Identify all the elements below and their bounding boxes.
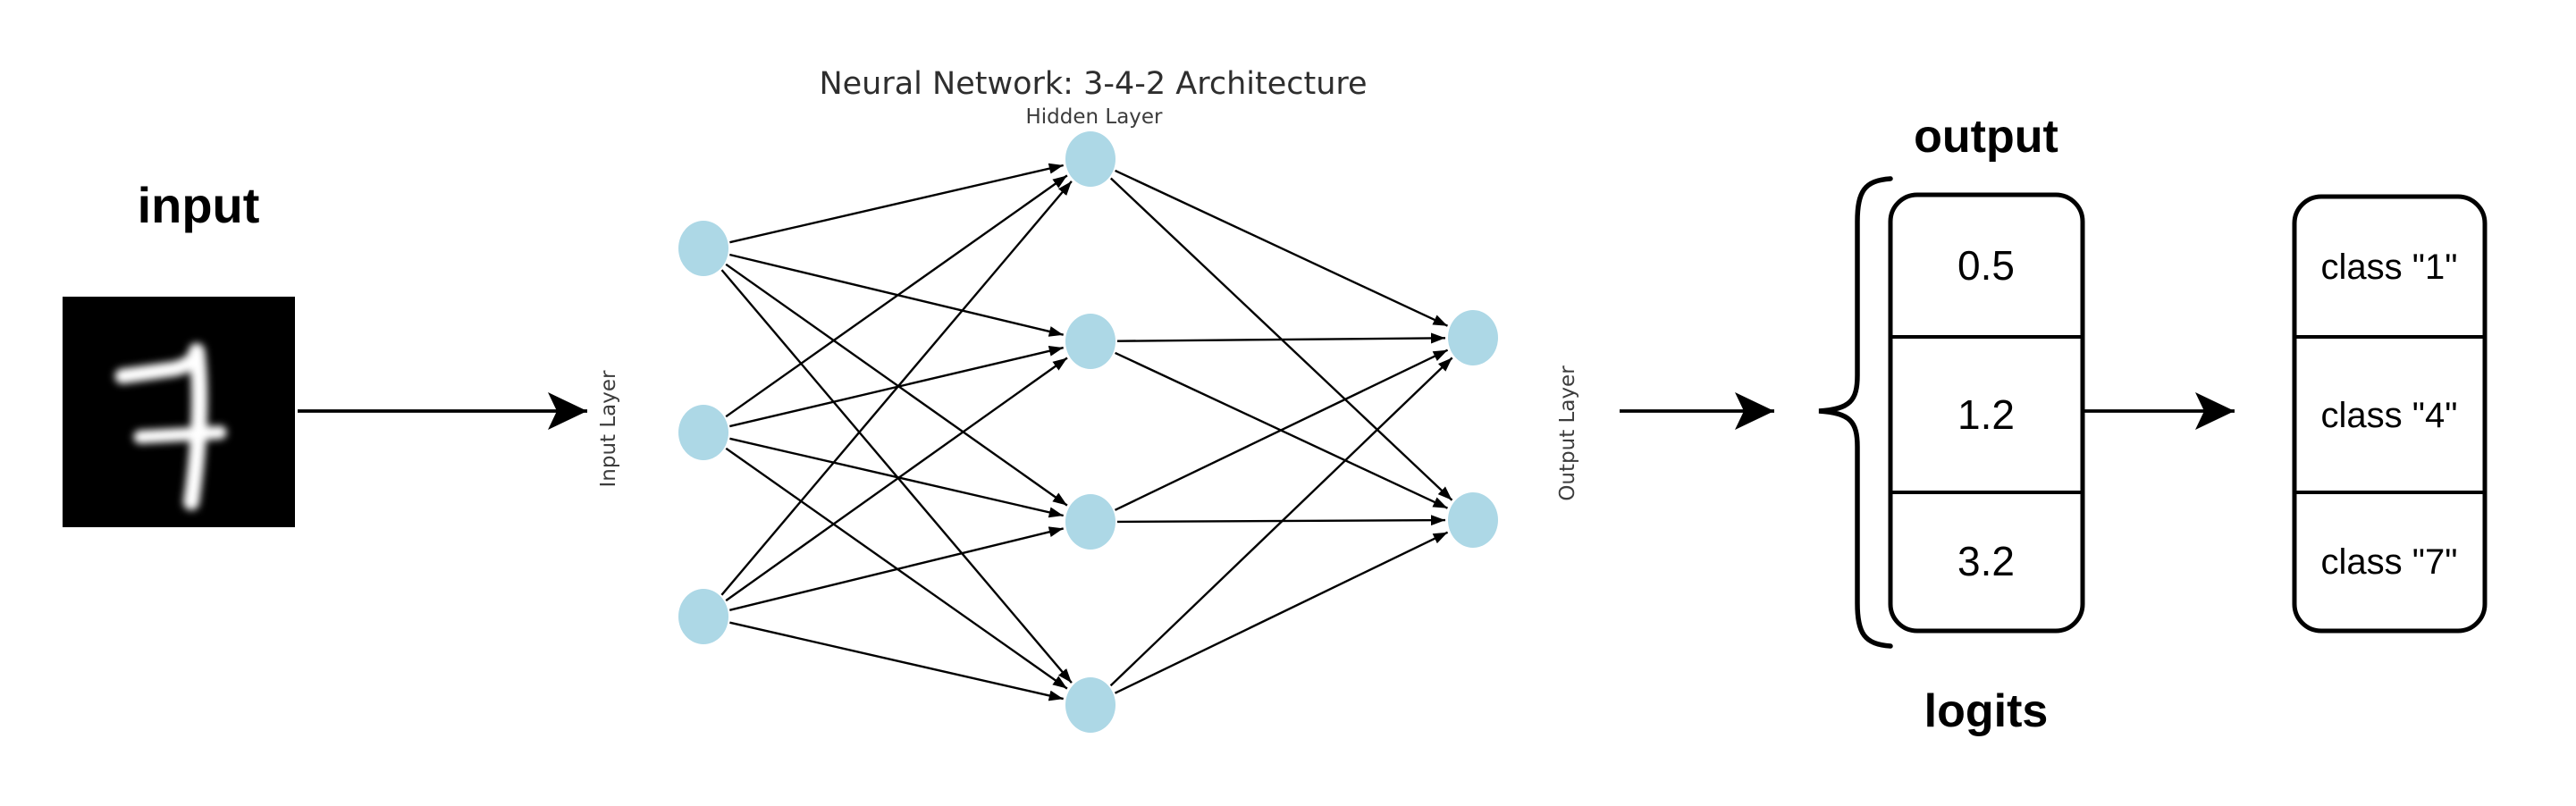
curly-brace [1818,176,1893,649]
logit-value-3: 3.2 [1957,538,2015,584]
input-node-2 [678,405,728,460]
logit-value-2: 1.2 [1957,391,2015,438]
hidden-node-2 [1065,314,1115,369]
input-node-3 [678,589,728,644]
classes-box-outline [2292,194,2488,634]
edge-input1-to-hidden1 [729,163,1064,244]
hidden-node-3 [1065,494,1115,550]
hidden-node-1 [1065,131,1115,187]
output-label: output [1914,111,2058,163]
logits-box: 0.5 1.2 3.2 [1888,192,2085,634]
edge-input1-to-hidden3 [725,263,1068,507]
class-label-2: class "4" [2321,396,2458,435]
edge-input2-to-hidden3 [729,437,1064,518]
edge-input3-to-hidden3 [729,526,1064,611]
edge-input3-to-hidden2 [725,357,1068,602]
input-node-1 [678,221,728,276]
edge-hidden4-to-output2 [1114,531,1449,694]
input-layer-label: Input Layer [597,370,620,488]
class-label-3: class "7" [2321,542,2458,582]
edge-input1-to-hidden2 [729,253,1064,337]
logits-label: logits [1924,685,2049,737]
digit-image-background [63,297,295,527]
classes-box: class "1" class "4" class "7" [2292,194,2488,634]
digit-image [63,297,295,527]
output-layer-label: Output Layer [1556,365,1579,501]
edge-hidden1-to-output1 [1115,169,1449,327]
class-label-1: class "1" [2321,248,2458,287]
edge-input3-to-hidden1 [720,181,1073,596]
output-node-1 [1448,310,1498,365]
edge-input3-to-hidden4 [729,621,1064,701]
logits-box-outline [1888,192,2085,634]
neural-network-graph [678,131,1498,733]
digit-7-glyph [114,343,227,510]
hidden-layer-label: Hidden Layer [1025,105,1163,129]
edge-hidden3-to-output1 [1114,348,1449,511]
figure-title: Neural Network: 3-4-2 Architecture [819,66,1367,102]
input-label: input [138,177,260,233]
logit-value-1: 0.5 [1957,242,2015,289]
output-node-2 [1448,492,1498,548]
hidden-node-4 [1065,677,1115,733]
edge-hidden2-to-output1 [1116,332,1446,344]
edge-hidden4-to-output1 [1109,357,1453,687]
edge-input2-to-hidden1 [725,174,1068,418]
